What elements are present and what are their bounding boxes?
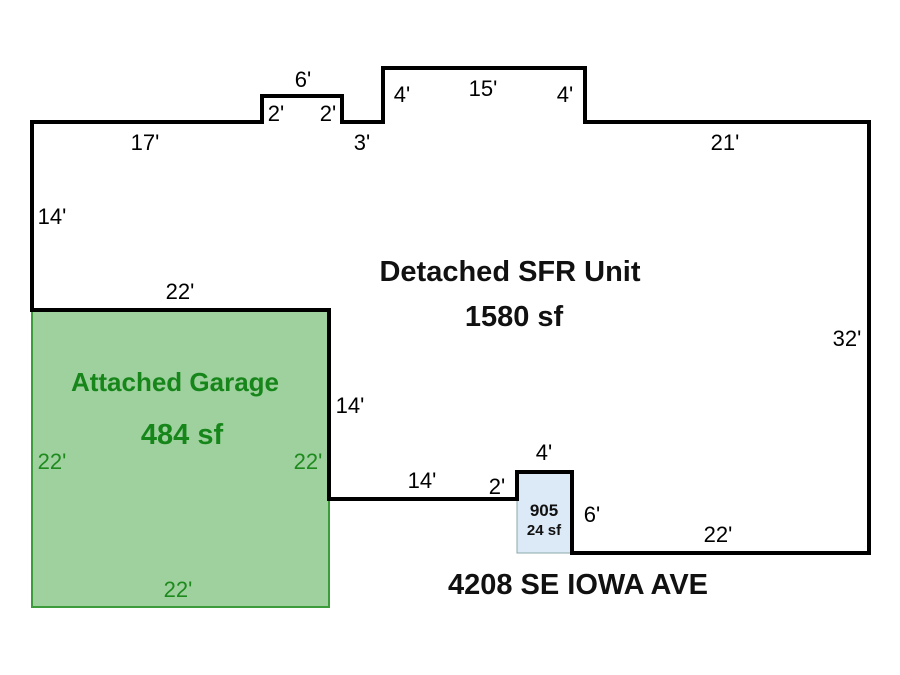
dim-garage-top: 22'	[166, 279, 195, 304]
garage-dim-bottom: 22'	[164, 577, 193, 602]
dim-upper-left: 4'	[394, 82, 410, 107]
garage-dim-right: 22'	[294, 449, 323, 474]
small-area-code: 905	[530, 501, 558, 520]
garage-dim-left: 22'	[38, 449, 67, 474]
dim-box-right: 6'	[584, 502, 600, 527]
dim-bump-left: 2'	[268, 101, 284, 126]
garage-area	[31, 309, 330, 608]
small-area-size: 24 sf	[527, 522, 562, 539]
dim-bump-top: 6'	[295, 67, 311, 92]
dim-inner-vertical: 14'	[336, 393, 365, 418]
dim-upper-right: 4'	[557, 82, 573, 107]
dim-bottom-right: 22'	[704, 522, 733, 547]
dim-step: 3'	[354, 130, 370, 155]
address-label: 4208 SE IOWA AVE	[448, 569, 708, 601]
garage-title: Attached Garage	[71, 367, 279, 397]
dim-box-top: 4'	[536, 440, 552, 465]
garage-area-label: 484 sf	[141, 419, 224, 451]
dim-right: 32'	[833, 326, 862, 351]
dim-top-left: 17'	[131, 130, 160, 155]
dim-box-left: 2'	[489, 474, 505, 499]
main-unit-outline	[30, 66, 871, 555]
dim-top-right: 21'	[711, 130, 740, 155]
dim-bump-right: 2'	[320, 101, 336, 126]
dim-inner-horizontal: 14'	[408, 468, 437, 493]
main-unit-area: 1580 sf	[465, 301, 564, 333]
small-area-905	[516, 471, 573, 554]
dim-left: 14'	[38, 204, 67, 229]
dim-upper-top: 15'	[469, 76, 498, 101]
main-unit-title: Detached SFR Unit	[379, 256, 640, 288]
